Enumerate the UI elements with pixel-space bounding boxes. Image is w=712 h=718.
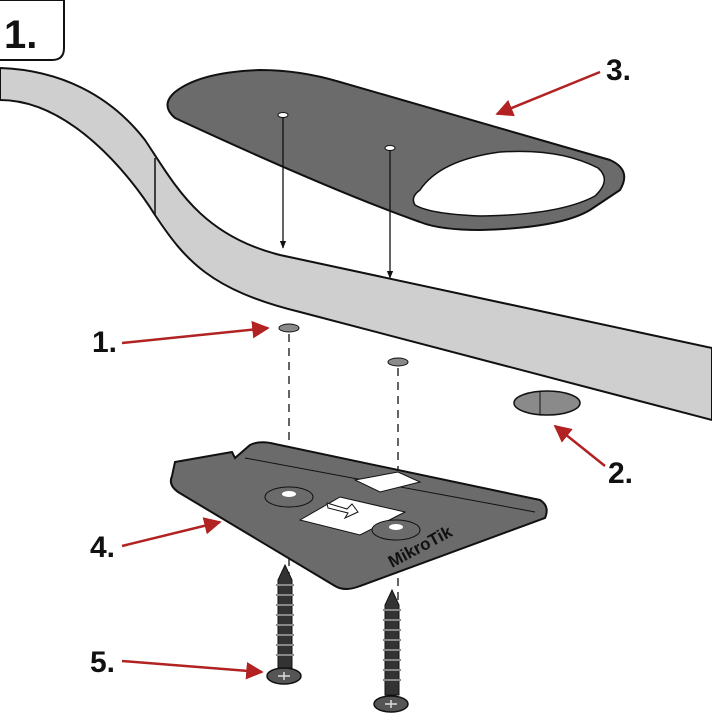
callout-arrow-3 bbox=[495, 70, 601, 117]
callout-arrow-1 bbox=[121, 320, 270, 345]
cable-hole bbox=[513, 390, 581, 416]
mounting-bracket: MikroTik bbox=[169, 441, 548, 590]
wall-strip bbox=[0, 66, 712, 422]
callout-label-2: 2. bbox=[608, 457, 633, 490]
step-number: 1. bbox=[4, 13, 37, 57]
callout-arrow-4 bbox=[121, 517, 222, 548]
screw bbox=[266, 563, 302, 685]
callout-arrow-2 bbox=[553, 424, 606, 467]
callout-label-3: 3. bbox=[606, 54, 631, 87]
callout-label-1: 1. bbox=[92, 326, 117, 359]
callout-arrow-5 bbox=[121, 659, 264, 680]
step-badge: 1. bbox=[0, 0, 65, 61]
direction-arrow-icon bbox=[326, 502, 359, 520]
callout-label-4: 4. bbox=[90, 531, 115, 564]
drill-hole bbox=[387, 357, 409, 367]
screw bbox=[373, 588, 409, 713]
callout-label-5: 5. bbox=[90, 646, 115, 679]
adhesive-plate bbox=[166, 68, 626, 232]
drill-hole bbox=[278, 323, 300, 333]
